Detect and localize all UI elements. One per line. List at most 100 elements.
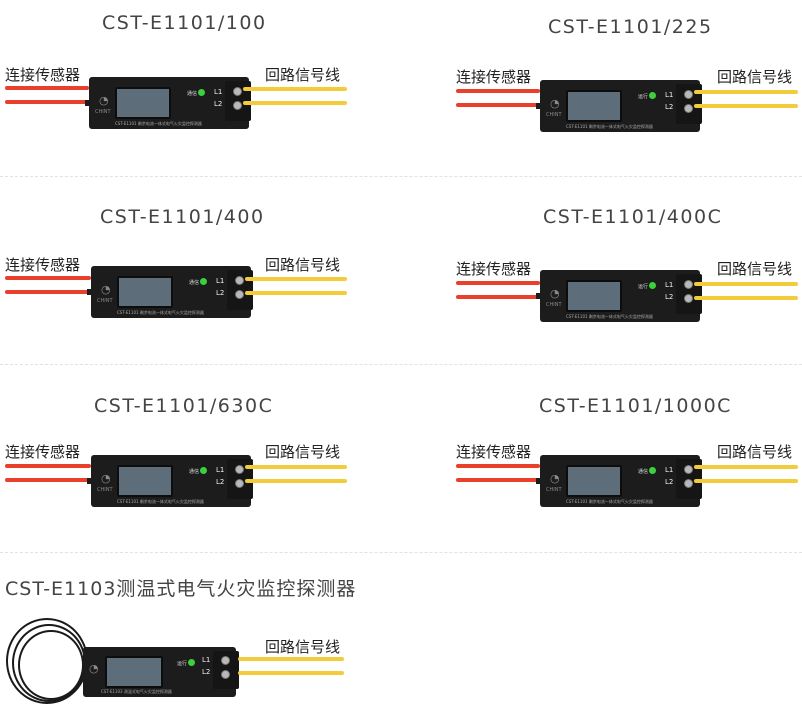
brand-logo-icon: ◔ xyxy=(550,97,560,110)
terminal-label-l2: L2 xyxy=(216,478,225,486)
terminal-screw-icon xyxy=(684,90,693,99)
brand-text: CHINT xyxy=(546,487,562,493)
model-text: CST-E1101 剩余电流一体式电气火灾监控探测器 xyxy=(117,310,204,315)
terminal-label-l2: L2 xyxy=(214,100,223,108)
terminal-block xyxy=(676,274,702,314)
loop-wire xyxy=(238,671,344,675)
model-text: CST-E1101 剩余电流一体式电气火灾监控探测器 xyxy=(115,121,202,126)
detector-device: ◔ CHINT 通信 L1 L2 CST-E1101 剩余电流一体式电气火灾监控… xyxy=(87,266,253,318)
status-led-icon xyxy=(200,278,207,285)
sensor-wire xyxy=(456,281,540,285)
sensor-label: 连接传感器 xyxy=(5,256,81,274)
display-screen xyxy=(105,656,163,688)
brand-logo-icon: ◔ xyxy=(550,287,560,300)
loop-wire xyxy=(245,465,347,469)
led-text: 通信 xyxy=(187,91,198,97)
product-title: CST-E1103测温式电气火灾监控探测器 xyxy=(5,578,357,600)
brand-logo-icon: ◔ xyxy=(99,94,109,107)
model-text: CST-E1101 剩余电流一体式电气火灾监控探测器 xyxy=(566,499,653,504)
terminal-block xyxy=(213,651,239,689)
product-title: CST-E1101/1000C xyxy=(539,395,732,417)
coil-loop xyxy=(18,630,84,700)
model-text: CST-E1103 测温式电气火灾监控探测器 xyxy=(101,689,172,694)
display-screen xyxy=(117,276,173,308)
status-led-icon xyxy=(198,89,205,96)
detector-device: ◔ CHINT 通信 L1 L2 CST-E1101 剩余电流一体式电气火灾监控… xyxy=(85,77,251,129)
loop-label: 回路信号线 xyxy=(265,443,341,461)
loop-wire xyxy=(694,90,798,94)
sensor-wire xyxy=(456,464,540,468)
mount-tab xyxy=(87,289,99,295)
led-text: 通信 xyxy=(638,469,649,475)
terminal-label-l2: L2 xyxy=(202,668,211,676)
brand-text: CHINT xyxy=(546,302,562,308)
brand-logo-icon: ◔ xyxy=(101,472,111,485)
terminal-label-l1: L1 xyxy=(665,466,674,474)
terminal-label-l1: L1 xyxy=(665,91,674,99)
loop-label: 回路信号线 xyxy=(717,443,793,461)
model-text: CST-E1101 剩余电流一体式电气火灾监控探测器 xyxy=(117,499,204,504)
sensor-wire xyxy=(456,478,540,482)
terminal-label-l1: L1 xyxy=(216,277,225,285)
loop-wire xyxy=(694,465,798,469)
detector-device: ◔ CHINT 运行 L1 L2 CST-E1101 剩余电流一体式电气火灾监控… xyxy=(536,80,702,132)
detector-device: ◔ CHINT 运行 L1 L2 CST-E1101 剩余电流一体式电气火灾监控… xyxy=(536,270,702,322)
display-screen xyxy=(115,87,171,119)
terminal-screw-icon xyxy=(684,479,693,488)
status-led-icon xyxy=(200,467,207,474)
loop-label: 回路信号线 xyxy=(717,260,793,278)
loop-wire xyxy=(245,479,347,483)
sensor-label: 连接传感器 xyxy=(456,443,532,461)
sensor-wire xyxy=(5,464,91,468)
terminal-screw-icon xyxy=(235,465,244,474)
display-screen xyxy=(117,465,173,497)
loop-wire xyxy=(694,282,798,286)
detector-device: ◔ CHINT 通信 L1 L2 CST-E1101 剩余电流一体式电气火灾监控… xyxy=(536,455,702,507)
terminal-screw-icon xyxy=(684,280,693,289)
section-divider xyxy=(0,176,802,177)
display-screen xyxy=(566,465,622,497)
section-divider xyxy=(0,552,802,553)
terminal-label-l1: L1 xyxy=(216,466,225,474)
sensor-wire xyxy=(456,295,540,299)
led-text: 运行 xyxy=(177,661,188,667)
terminal-screw-icon xyxy=(235,276,244,285)
product-title: CST-E1101/400C xyxy=(543,206,723,228)
sensor-wire xyxy=(5,100,89,104)
sensor-wire xyxy=(456,103,540,107)
product-title: CST-E1101/630C xyxy=(94,395,274,417)
loop-label: 回路信号线 xyxy=(265,66,341,84)
mount-tab xyxy=(85,100,97,106)
led-text: 运行 xyxy=(638,94,649,100)
brand-logo-icon: ◔ xyxy=(89,662,99,675)
brand-logo-icon: ◔ xyxy=(101,283,111,296)
brand-logo-icon: ◔ xyxy=(550,472,560,485)
sensor-wire xyxy=(5,276,91,280)
brand-text: CHINT xyxy=(95,109,111,115)
sensor-label: 连接传感器 xyxy=(5,443,81,461)
display-screen xyxy=(566,90,622,122)
detector-device: ◔ 运行 L1 L2 CST-E1103 测温式电气火灾监控探测器 xyxy=(83,647,239,697)
loop-wire xyxy=(243,101,347,105)
mount-tab xyxy=(87,478,99,484)
terminal-screw-icon xyxy=(684,104,693,113)
terminal-block xyxy=(227,270,253,310)
terminal-label-l2: L2 xyxy=(665,103,674,111)
section-divider xyxy=(0,364,802,365)
brand-text: CHINT xyxy=(97,298,113,304)
sensor-label: 连接传感器 xyxy=(456,260,532,278)
loop-label: 回路信号线 xyxy=(717,68,793,86)
sensor-wire xyxy=(5,290,91,294)
status-led-icon xyxy=(649,467,656,474)
model-text: CST-E1101 剩余电流一体式电气火灾监控探测器 xyxy=(566,124,653,129)
loop-wire xyxy=(245,291,347,295)
mount-tab xyxy=(536,103,548,109)
display-screen xyxy=(566,280,622,312)
terminal-screw-icon xyxy=(221,656,230,665)
terminal-label-l1: L1 xyxy=(214,88,223,96)
sensor-label: 连接传感器 xyxy=(456,68,532,86)
status-led-icon xyxy=(649,92,656,99)
sensor-wire xyxy=(5,86,89,90)
brand-text: CHINT xyxy=(546,112,562,118)
terminal-label-l1: L1 xyxy=(665,281,674,289)
